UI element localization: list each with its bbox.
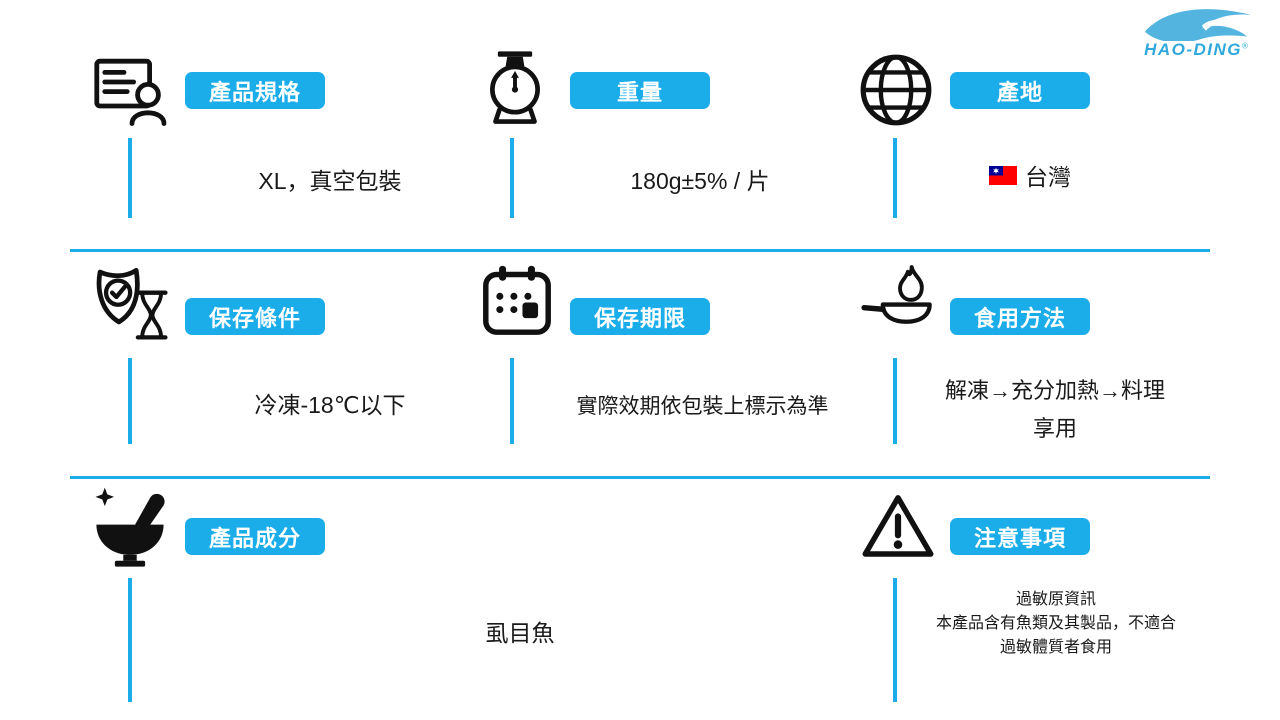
- row-divider: [70, 476, 1210, 479]
- section-label-badge: 重量: [570, 72, 710, 109]
- shield-check-hourglass-icon: [88, 260, 174, 346]
- section-connector-line: [893, 358, 897, 444]
- section-connector-line: [128, 578, 132, 702]
- section-connector-line: [893, 578, 897, 702]
- section-connector-line: [510, 138, 514, 218]
- section-label-badge: 保存條件: [185, 298, 325, 335]
- taiwan-flag-icon: [989, 165, 1017, 185]
- shelf-life-value: 實際效期依包裝上標示為準: [576, 395, 829, 418]
- brand-name: HAO-DING: [1144, 40, 1243, 59]
- pan-fire-icon: [860, 264, 940, 342]
- section-connector-line: [128, 138, 132, 218]
- origin-country: 台灣: [1025, 164, 1071, 190]
- product-spec-value: XL，真空包裝: [258, 168, 402, 194]
- notice-line: 過敏體質者食用: [999, 639, 1112, 656]
- usage-line: 解凍→充分加熱→料理: [944, 378, 1165, 403]
- section-label-badge: 產品規格: [185, 72, 325, 109]
- section-connector-line: [893, 138, 897, 218]
- notice-line: 過敏原資訊: [1015, 591, 1096, 608]
- notice-line: 本產品含有魚類及其製品，不適合: [935, 615, 1176, 632]
- section-connector-line: [128, 358, 132, 444]
- mortar-pestle-icon: [88, 486, 172, 570]
- usage-value: 解凍→充分加熱→料理 享用: [905, 372, 1205, 448]
- wave-icon: [1137, 6, 1255, 43]
- registered-mark: ®: [1242, 41, 1248, 51]
- usage-line: 享用: [1032, 416, 1077, 441]
- notice-value: 過敏原資訊 本產品含有魚類及其製品，不適合 過敏體質者食用: [900, 588, 1212, 660]
- row-divider: [70, 249, 1210, 252]
- origin-value: 台灣: [940, 158, 1120, 192]
- spec-sheet-icon: [92, 50, 172, 130]
- brand-logo: HAO-DING®: [1130, 6, 1262, 68]
- section-label-badge: 產地: [950, 72, 1090, 109]
- ingredients-value: 虱目魚: [485, 620, 555, 646]
- globe-icon: [856, 50, 936, 130]
- weight-value: 180g±5% / 片: [630, 168, 770, 194]
- warning-icon: [858, 490, 938, 568]
- calendar-icon: [478, 260, 556, 342]
- section-label-badge: 產品成分: [185, 518, 325, 555]
- section-label-badge: 保存期限: [570, 298, 710, 335]
- section-label-badge: 注意事項: [950, 518, 1090, 555]
- storage-value: 冷凍-18℃以下: [254, 392, 406, 418]
- scale-icon: [476, 46, 554, 130]
- section-connector-line: [510, 358, 514, 444]
- section-label-badge: 食用方法: [950, 298, 1090, 335]
